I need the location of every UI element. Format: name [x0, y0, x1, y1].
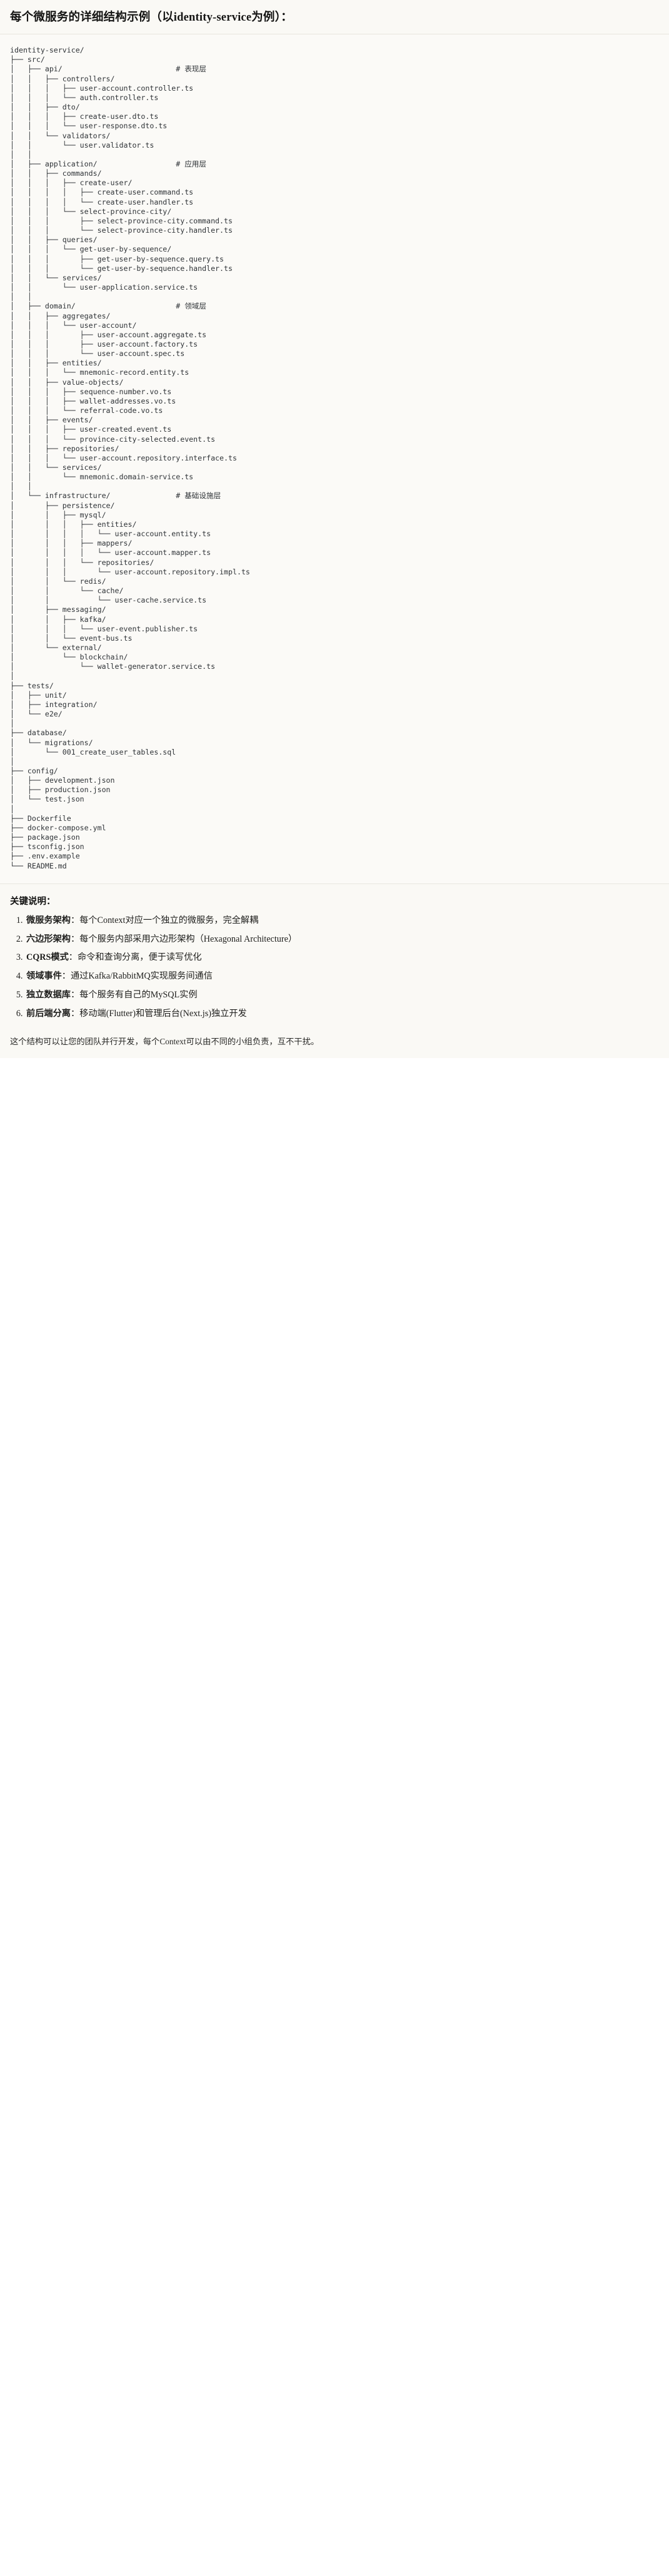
- note-term: CQRS模式: [26, 952, 69, 963]
- note-term: 六边形架构: [26, 934, 71, 944]
- note-desc: ：每个服务内部采用六边形架构（Hexagonal Architecture）: [70, 934, 298, 944]
- key-notes-section: 关键说明： 微服务架构：每个Context对应一个独立的微服务，完全解耦 六边形…: [0, 883, 669, 1029]
- note-desc: ：每个Context对应一个独立的微服务，完全解耦: [70, 915, 259, 925]
- note-desc: ：每个服务有自己的MySQL实例: [70, 989, 198, 1000]
- note-desc: ：通过Kafka/RabbitMQ实现服务间通信: [61, 971, 213, 982]
- list-item: 六边形架构：每个服务内部采用六边形架构（Hexagonal Architectu…: [25, 933, 659, 946]
- note-desc: ：移动端(Flutter)和管理后台(Next.js)独立开发: [70, 1008, 247, 1019]
- closing-section: 这个结构可以让您的团队并行开发，每个Context可以由不同的小组负责，互不干扰…: [0, 1029, 669, 1058]
- list-item: CQRS模式：命令和查询分离，便于读写优化: [25, 951, 659, 964]
- header-band: 每个微服务的详细结构示例（以identity-service为例）：: [0, 0, 669, 35]
- closing-text: 这个结构可以让您的团队并行开发，每个Context可以由不同的小组负责，互不干扰…: [10, 1037, 319, 1046]
- list-item: 微服务架构：每个Context对应一个独立的微服务，完全解耦: [25, 914, 659, 927]
- key-notes-title: 关键说明：: [10, 896, 56, 907]
- page-title: 每个微服务的详细结构示例（以identity-service为例）：: [10, 11, 293, 24]
- note-term: 领域事件: [26, 971, 62, 982]
- note-term: 前后端分离: [26, 1008, 71, 1019]
- list-item: 独立数据库：每个服务有自己的MySQL实例: [25, 989, 659, 1002]
- note-term: 微服务架构: [26, 915, 71, 925]
- list-item: 前后端分离：移动端(Flutter)和管理后台(Next.js)独立开发: [25, 1007, 659, 1021]
- key-notes-list: 微服务架构：每个Context对应一个独立的微服务，完全解耦 六边形架构：每个服…: [10, 914, 659, 1021]
- note-term: 独立数据库: [26, 989, 71, 1000]
- note-desc: ：命令和查询分离，便于读写优化: [68, 952, 202, 963]
- directory-tree-text: identity-service/ ├── src/ │ ├── api/ # …: [10, 46, 250, 870]
- list-item: 领域事件：通过Kafka/RabbitMQ实现服务间通信: [25, 970, 659, 983]
- directory-tree-block: identity-service/ ├── src/ │ ├── api/ # …: [0, 34, 669, 884]
